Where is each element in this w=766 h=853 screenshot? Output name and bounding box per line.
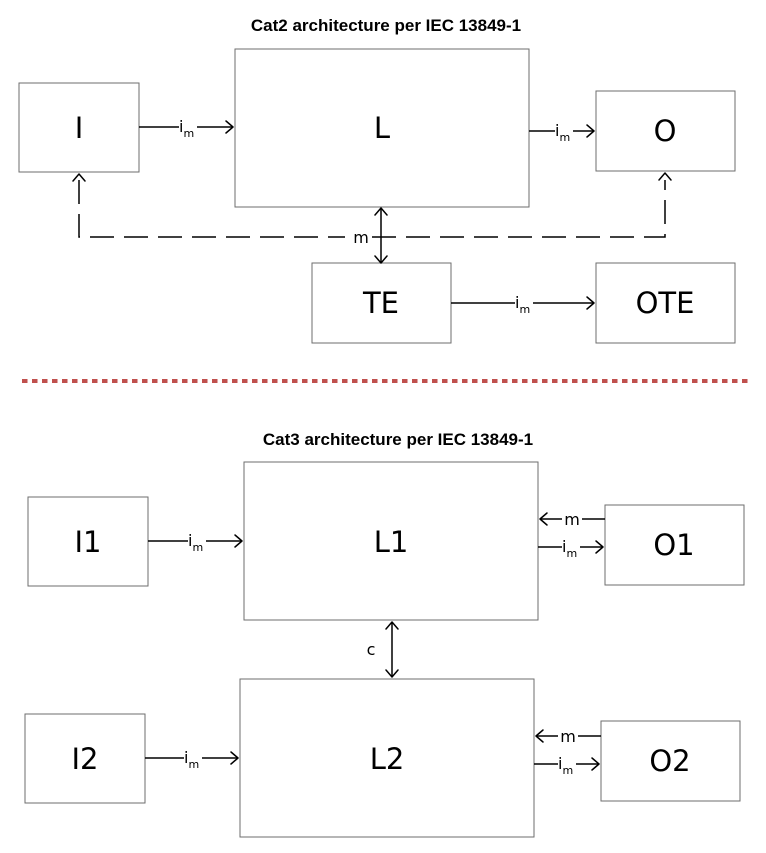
cat3-block-input1 xyxy=(27,496,149,587)
cat3-signal-m-2: m xyxy=(560,727,576,746)
cat3-arrow-l2-to-o2 xyxy=(534,757,600,771)
cat2-monitoring-loop xyxy=(72,172,672,264)
cat3-signal-im-4: im xyxy=(558,754,573,777)
cat3-block-output1 xyxy=(604,504,745,586)
cat2-block-input xyxy=(18,82,140,173)
cat3-arrow-l1-to-o1 xyxy=(538,540,604,554)
cat2-signal-im-3: im xyxy=(515,293,530,316)
cat2-block-test xyxy=(311,262,452,344)
cat3-arrow-i2-to-l2 xyxy=(145,751,239,765)
cat2-arrow-te-to-ote xyxy=(451,296,595,310)
cat2-block-output-label: O xyxy=(654,114,677,148)
cat2-title: Cat2 architecture per IEC 13849-1 xyxy=(251,16,521,35)
cat3-arrow-o1-to-l1-monitor xyxy=(539,512,605,526)
cat3-signal-im-2: im xyxy=(562,537,577,560)
cat2-block-test-output xyxy=(595,262,736,344)
cat3-block-input1-label: I1 xyxy=(74,525,101,559)
cat2-block-test-label: TE xyxy=(362,286,399,320)
cat3-block-logic1-label: L1 xyxy=(374,525,409,559)
cat2-block-test-output-label: OTE xyxy=(636,286,695,320)
cat3-signal-c: c xyxy=(367,640,376,659)
cat3-block-logic1 xyxy=(243,461,539,621)
cat3-block-logic2 xyxy=(239,678,535,838)
cat3-signal-m-1: m xyxy=(564,510,580,529)
cat2-signal-m: m xyxy=(353,228,369,247)
cat3-signal-im-3: im xyxy=(184,748,199,771)
cat2-signal-im-1: im xyxy=(179,117,194,140)
cat2-block-logic-label: L xyxy=(374,111,390,145)
cat3-title: Cat3 architecture per IEC 13849-1 xyxy=(263,430,533,449)
cat3-block-logic2-label: L2 xyxy=(370,742,405,776)
cat2-arrow-l-to-o xyxy=(529,124,595,138)
cat2-block-output xyxy=(595,90,736,172)
cat3-arrow-i1-to-l1 xyxy=(148,534,243,548)
cat2-block-logic xyxy=(234,48,530,208)
cat2-signal-im-2: im xyxy=(555,121,570,144)
cat3-arrow-o2-to-l2-monitor xyxy=(535,729,601,743)
cat3-block-output2-label: O2 xyxy=(649,744,690,778)
cat3-block-input2-label: I2 xyxy=(71,742,98,776)
cat3-block-input2 xyxy=(24,713,146,804)
cat2-block-input-label: I xyxy=(75,111,84,145)
cat3-signal-im-1: im xyxy=(188,531,203,554)
cat2-arrow-i-to-l xyxy=(139,120,234,134)
cat3-block-output2 xyxy=(600,720,741,802)
cat3-block-output1-label: O1 xyxy=(653,528,694,562)
cat3-cross-monitoring xyxy=(385,621,399,678)
